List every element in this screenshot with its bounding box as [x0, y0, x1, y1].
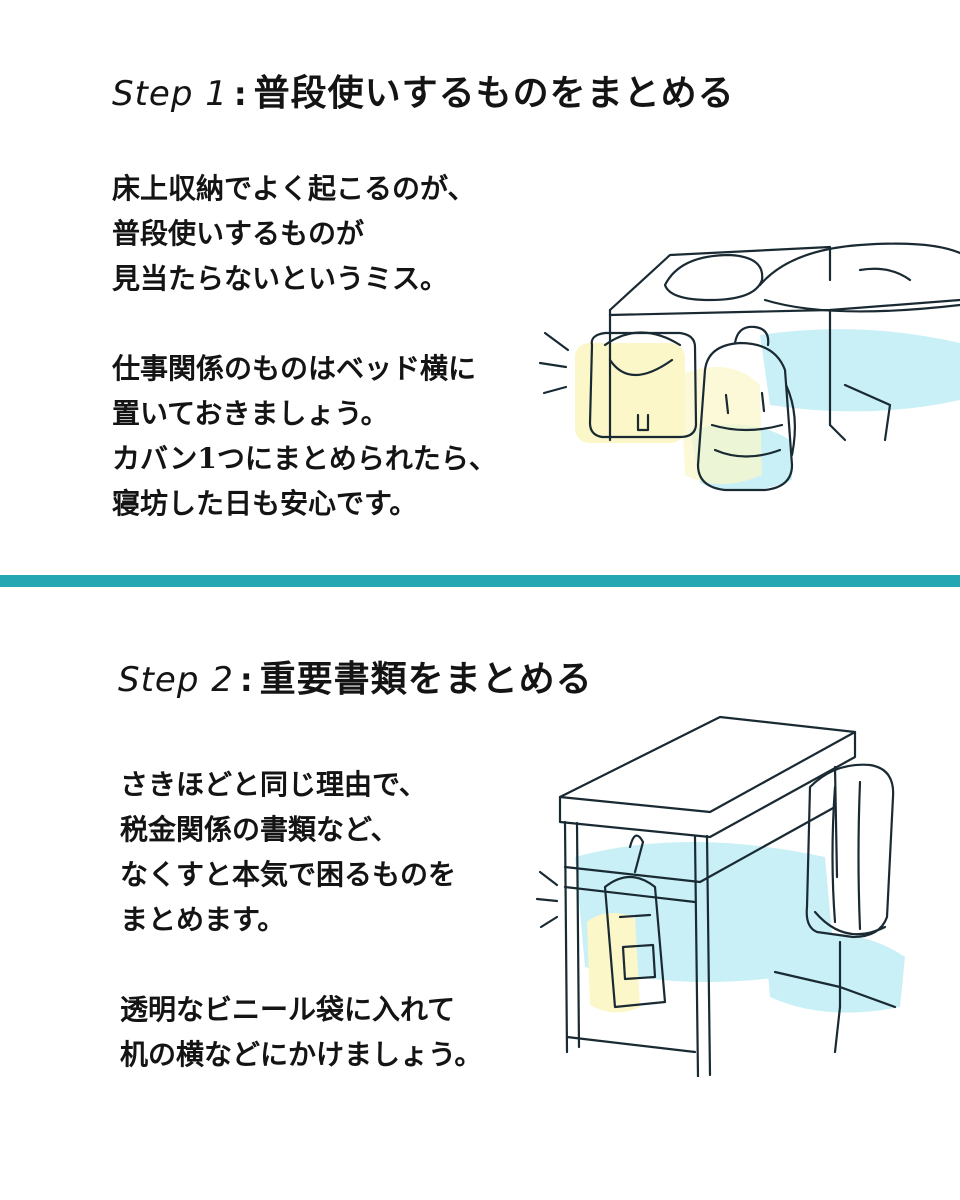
- step-2-paragraph-2: 透明なビニール袋に入れて 机の横などにかけましょう。: [120, 987, 580, 1077]
- text-line: 仕事関係のものはベッド横に: [112, 352, 477, 385]
- step-1-label: Step 1: [112, 74, 228, 114]
- step-1-paragraph-1: 床上収納でよく起こるのが、 普段使いするものが 見当たらないというミス。: [112, 166, 572, 301]
- text-line: なくすと本気で困るものを: [120, 858, 457, 891]
- step-1-heading-text: 普段使いするものをまとめる: [253, 72, 735, 114]
- step-1-section: Step 1:普段使いするものをまとめる 床上収納でよく起こるのが、 普段使いす…: [0, 0, 960, 575]
- step-1-colon: :: [233, 75, 248, 113]
- text-line: 見当たらないというミス。: [112, 262, 449, 295]
- step-2-section: Step 2:重要書類をまとめる さきほどと同じ理由で、 税金関係の書類など、 …: [0, 587, 960, 1200]
- text-line: 透明なビニール袋に入れて: [120, 993, 456, 1026]
- text-line: 机の横などにかけましょう。: [120, 1038, 483, 1071]
- step-2-colon: :: [239, 661, 254, 699]
- text-line: 普段使いするものが: [112, 217, 365, 250]
- text-line: さきほどと同じ理由で、: [120, 768, 427, 801]
- bed-with-bags-illustration: [530, 225, 960, 515]
- text-line: まとめます。: [120, 903, 286, 936]
- step-1-body: 床上収納でよく起こるのが、 普段使いするものが 見当たらないというミス。 仕事関…: [112, 166, 572, 526]
- step-2-heading: Step 2:重要書類をまとめる: [118, 650, 593, 702]
- section-divider: [0, 575, 960, 587]
- step-2-heading-text: 重要書類をまとめる: [259, 658, 593, 700]
- step-2-body: さきほどと同じ理由で、 税金関係の書類など、 なくすと本気で困るものを まとめま…: [120, 762, 580, 1077]
- step-1-heading: Step 1:普段使いするものをまとめる: [112, 64, 735, 116]
- text-line: 寝坊した日も安心です。: [112, 487, 418, 520]
- text-line: 置いておきましょう。: [112, 397, 389, 430]
- step-1-paragraph-2: 仕事関係のものはベッド横に 置いておきましょう。 カバン1つにまとめられたら、 …: [112, 346, 572, 526]
- step-2-label: Step 2: [118, 660, 234, 700]
- text-line: カバン1つにまとめられたら、: [112, 442, 497, 475]
- desk-with-hanging-bag-illustration: [535, 707, 935, 1079]
- text-line: 床上収納でよく起こるのが、: [112, 172, 476, 205]
- step-2-paragraph-1: さきほどと同じ理由で、 税金関係の書類など、 なくすと本気で困るものを まとめま…: [120, 762, 580, 942]
- text-line: 税金関係の書類など、: [120, 813, 399, 846]
